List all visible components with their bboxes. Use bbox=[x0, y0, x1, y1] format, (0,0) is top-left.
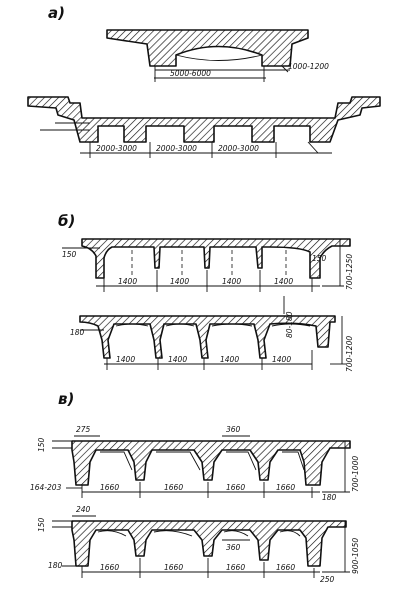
dim-b1-top-left: 150 bbox=[62, 250, 77, 259]
dim-b1-span-3: 1400 bbox=[222, 277, 241, 286]
dim-a1-span: 5000-6000 bbox=[170, 69, 211, 78]
section-a1: 5000-6000 1000-1200 bbox=[106, 29, 329, 82]
dim-v1-left: 164-203 bbox=[30, 483, 62, 492]
dim-b2-span-4: 1400 bbox=[272, 355, 291, 364]
dim-a2-span-3: 2000-3000 bbox=[218, 144, 259, 153]
dim-a2-span-1: 2000-3000 bbox=[96, 144, 137, 153]
dim-v1-rib-left: 275 bbox=[76, 425, 91, 434]
dim-v1-rib-mid: 360 bbox=[226, 425, 241, 434]
dim-b2-span-1: 1400 bbox=[116, 355, 135, 364]
dim-v2-span-4: 1660 bbox=[276, 563, 295, 572]
dim-b1-span-2: 1400 bbox=[170, 277, 189, 286]
dim-v2-rib-mid: 360 bbox=[226, 543, 241, 552]
dim-a1-side: 1000-1200 bbox=[288, 62, 329, 71]
dim-v1-span-4: 1660 bbox=[276, 483, 295, 492]
label-part-b: б) bbox=[58, 212, 75, 230]
dim-b2-span-2: 1400 bbox=[168, 355, 187, 364]
dim-v1-top: 150 bbox=[37, 437, 46, 452]
dim-v2-left: 180 bbox=[48, 561, 63, 570]
section-a2: 2000-3000 2000-3000 2000-3000 bbox=[27, 96, 381, 158]
dim-b2-span-3: 1400 bbox=[220, 355, 239, 364]
dim-v2-span-3: 1660 bbox=[226, 563, 245, 572]
dim-v1-span-3: 1660 bbox=[226, 483, 245, 492]
section-b2: 180 80-180 1400 1400 1400 1400 700-1200 bbox=[70, 296, 354, 372]
dim-v1-right: 180 bbox=[322, 493, 337, 502]
dim-v1-span-2: 1660 bbox=[164, 483, 183, 492]
dim-v2-rib-left: 240 bbox=[76, 505, 91, 514]
dim-v2-span-1: 1660 bbox=[100, 563, 119, 572]
section-v2: 150 240 360 180 1660 1660 1660 1660 250 … bbox=[37, 505, 360, 584]
section-v1: 150 275 360 164-203 1660 1660 1660 1660 … bbox=[30, 425, 360, 502]
dim-b1-span-4: 1400 bbox=[274, 277, 293, 286]
dim-b2-left: 180 bbox=[70, 328, 85, 337]
dim-v2-right: 250 bbox=[320, 575, 335, 584]
dim-b1-span-1: 1400 bbox=[118, 277, 137, 286]
dim-b2-between: 80-180 bbox=[285, 311, 294, 338]
dim-b2-height: 700-1200 bbox=[345, 336, 354, 372]
dim-a2-span-2: 2000-3000 bbox=[156, 144, 197, 153]
dim-v1-height: 700-1000 bbox=[351, 456, 360, 492]
dim-v2-top: 150 bbox=[37, 517, 46, 532]
dim-b1-top-right: 150 bbox=[312, 254, 327, 263]
dim-v2-span-2: 1660 bbox=[164, 563, 183, 572]
label-part-v: в) bbox=[58, 390, 74, 408]
dim-b1-height: 700-1250 bbox=[345, 254, 354, 290]
label-part-a: а) bbox=[48, 4, 65, 22]
dim-v2-height: 900-1050 bbox=[351, 538, 360, 574]
section-b1: 150 150 1400 1400 1400 1400 700-1250 bbox=[62, 238, 354, 292]
dim-v1-span-1: 1660 bbox=[100, 483, 119, 492]
